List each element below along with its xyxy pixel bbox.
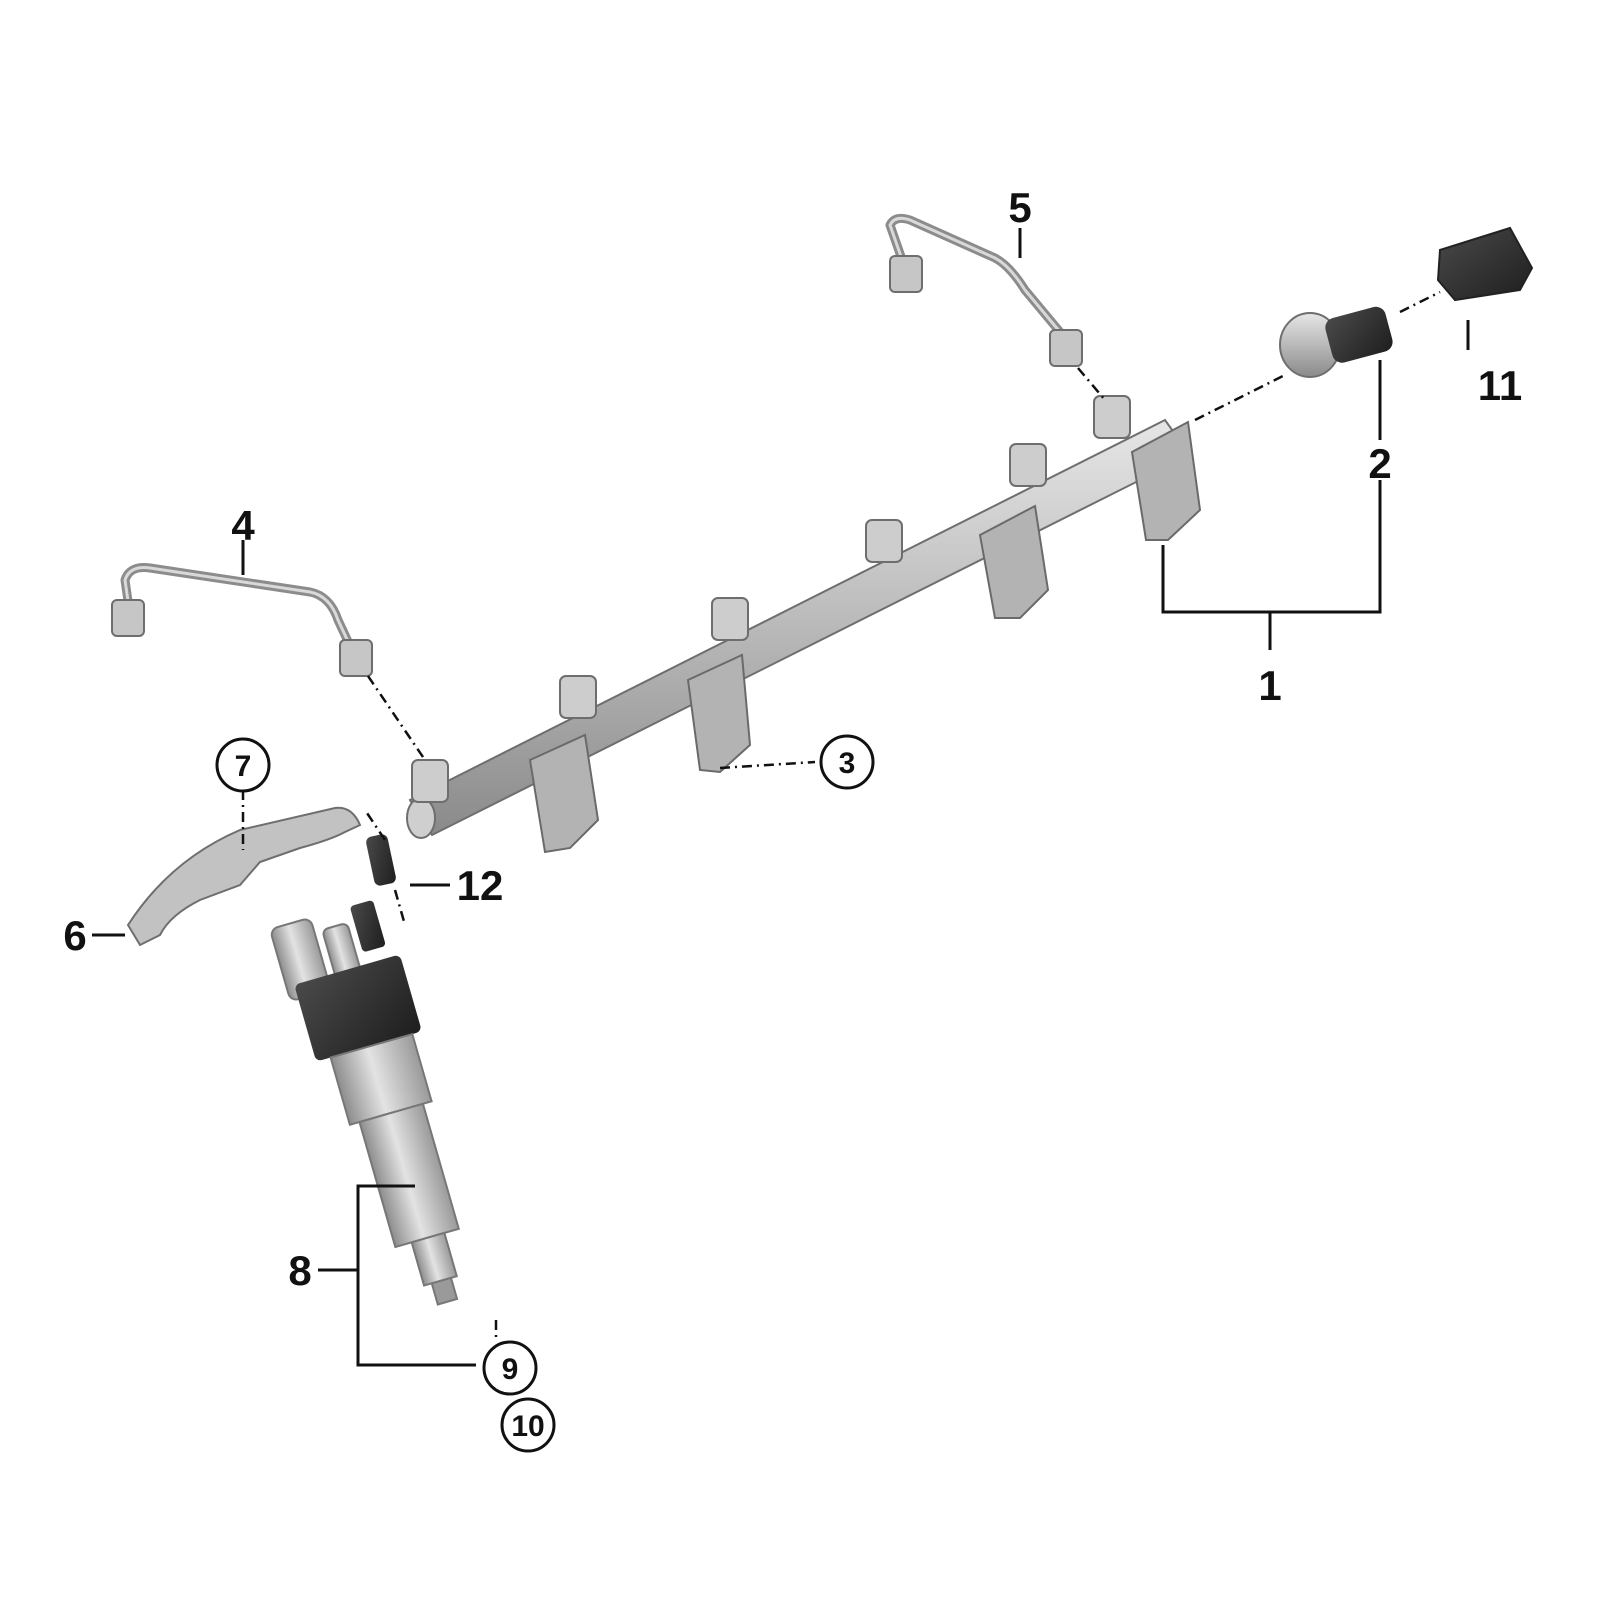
holder-clip: [126, 806, 362, 947]
callout-2: 2: [1368, 440, 1391, 487]
fuel-line-5: [885, 213, 1083, 367]
callout-12: 12: [457, 862, 504, 909]
callout-5: 5: [1008, 184, 1031, 231]
callout-labels: 1 2 3 4 5 6 7 8 9 10 11 12: [63, 184, 1522, 1453]
callout-10-circle: [500, 1397, 556, 1453]
callout-3: 3: [839, 747, 856, 780]
callout-8: 8: [288, 1247, 311, 1294]
callout-6: 6: [63, 912, 86, 959]
callout-1: 1: [1258, 662, 1281, 709]
fuel-rail-brackets: [528, 420, 1202, 854]
callout-10: 10: [511, 1410, 544, 1443]
sensor-connector: [1436, 226, 1534, 302]
callout-3-circle: [819, 734, 875, 790]
fuel-rail-tube: [408, 418, 1192, 837]
fuel-rail-ports: [411, 395, 1131, 803]
seal-sleeve: [366, 834, 396, 886]
fuel-rail-end-cap: [406, 797, 436, 839]
callout-4: 4: [231, 502, 255, 549]
pressure-sensor: [1279, 306, 1393, 378]
callout-9-circle: [482, 1340, 538, 1396]
callout-9: 9: [502, 1353, 519, 1386]
fuel-line-4: [111, 563, 373, 677]
callout-11: 11: [1478, 362, 1522, 409]
callout-7-circle: [215, 737, 271, 793]
fuel-rail: [406, 395, 1202, 854]
callout-7: 7: [235, 750, 252, 783]
leader-lines: [92, 228, 1470, 1367]
fuel-injector: [270, 900, 461, 1306]
